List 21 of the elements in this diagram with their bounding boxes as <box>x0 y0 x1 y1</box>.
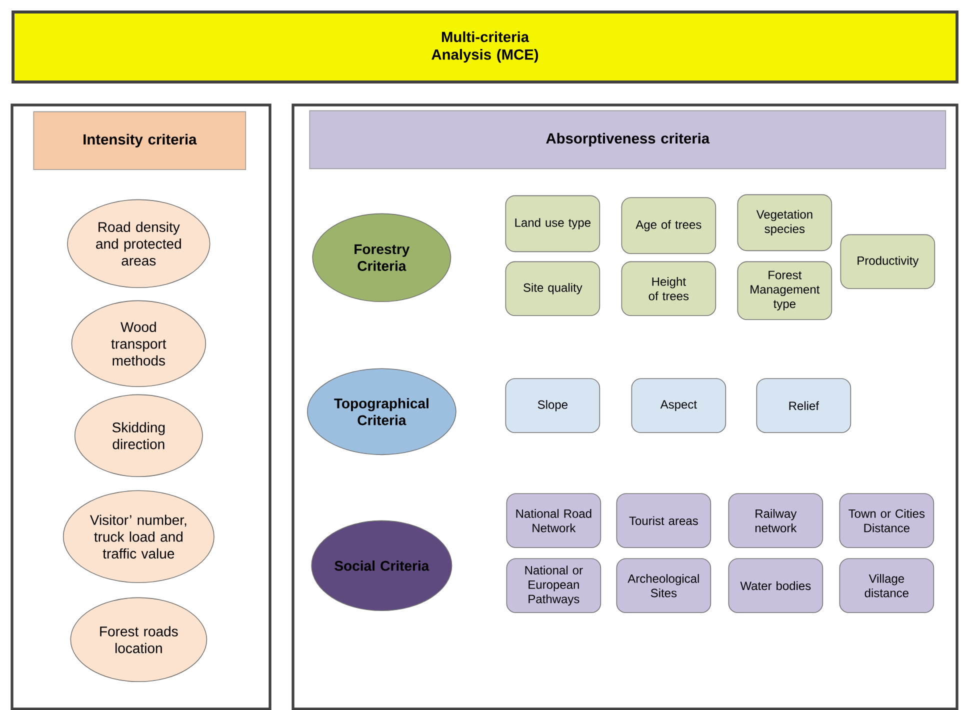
criterion-box: National or European Pathways <box>506 558 602 614</box>
header-box: Intensity criteria <box>33 111 246 170</box>
criterion-box: Vegetation species <box>737 194 832 252</box>
title-box: Multi-criteria Analysis (MCE) <box>12 10 958 84</box>
criterion-box: Site quality <box>505 261 600 316</box>
criterion-box: National Road Network <box>506 493 602 548</box>
header-box: Absorptiveness criteria <box>309 110 946 170</box>
criterion-box: Relief <box>756 378 852 434</box>
criterion-box: Railway network <box>728 493 824 548</box>
criterion-box: Aspect <box>631 378 726 434</box>
criterion-box: Height of trees <box>621 261 716 316</box>
criterion-box: Water bodies <box>728 558 824 614</box>
criterion-box: Land use type <box>505 195 600 252</box>
criterion-box: Village distance <box>839 558 934 614</box>
criterion-box: Town or Cities Distance <box>839 493 934 548</box>
criterion-box: Forest Management type <box>737 261 832 320</box>
criterion-box: Age of trees <box>621 197 716 254</box>
criterion-box: Archeological Sites <box>616 558 712 614</box>
criterion-box: Tourist areas <box>616 493 712 548</box>
criterion-box: Slope <box>505 378 600 434</box>
criterion-box: Productivity <box>840 234 936 290</box>
